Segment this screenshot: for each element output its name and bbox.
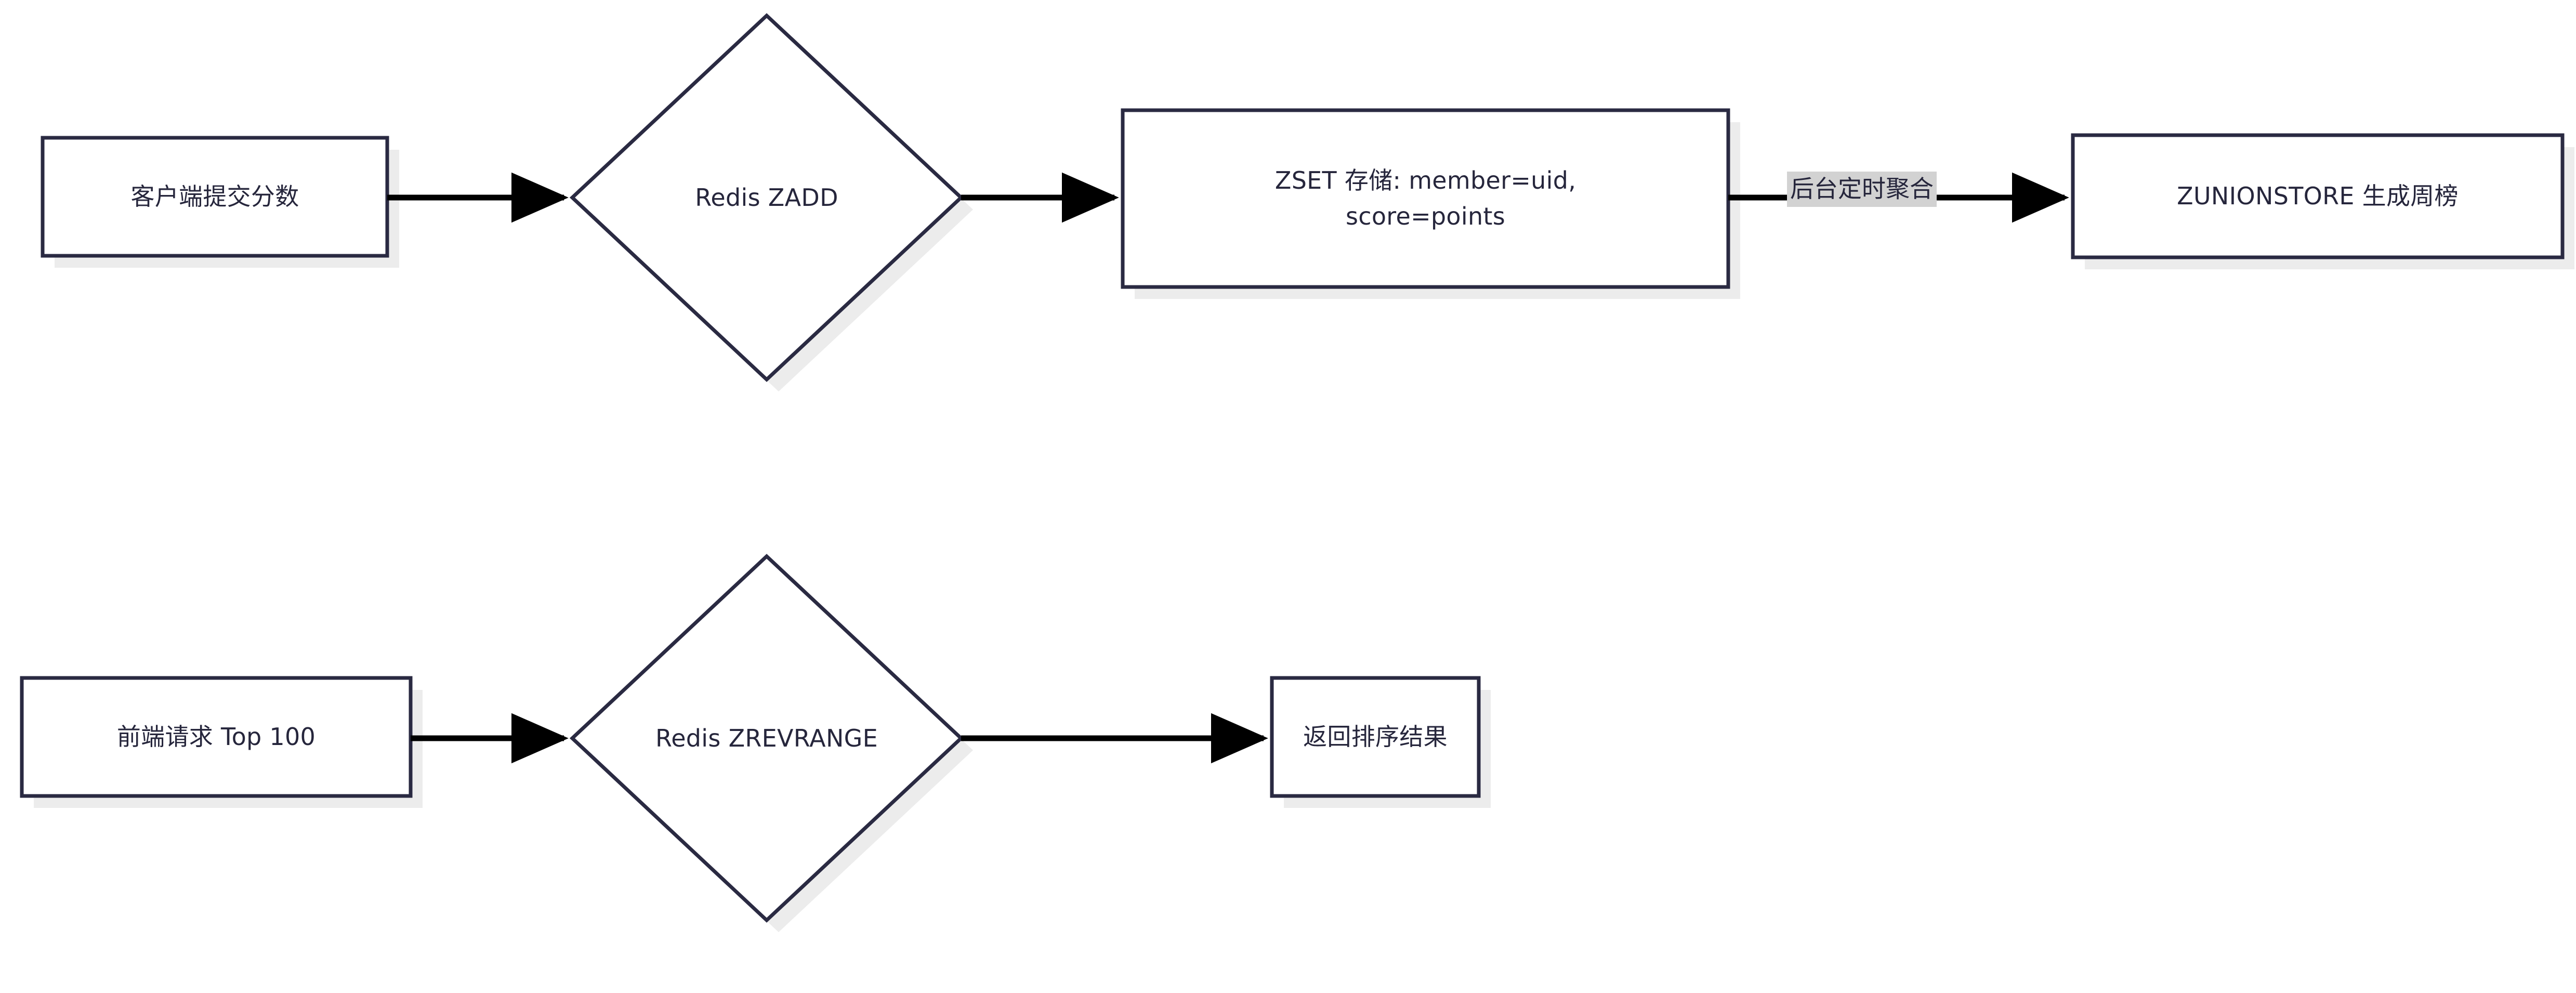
node-return-sorted (1270, 676, 1481, 798)
node-zunionstore-weekly (2071, 133, 2565, 259)
node-zset-storage (1121, 108, 1730, 289)
node-frontend-top100 (20, 676, 413, 798)
edge-label-background-aggregation: 后台定时聚合 (1787, 172, 1937, 207)
node-redis-zadd (569, 13, 964, 382)
node-client-submit (41, 136, 389, 258)
node-redis-zrevrange (569, 554, 964, 923)
node-shapes (20, 13, 2565, 923)
